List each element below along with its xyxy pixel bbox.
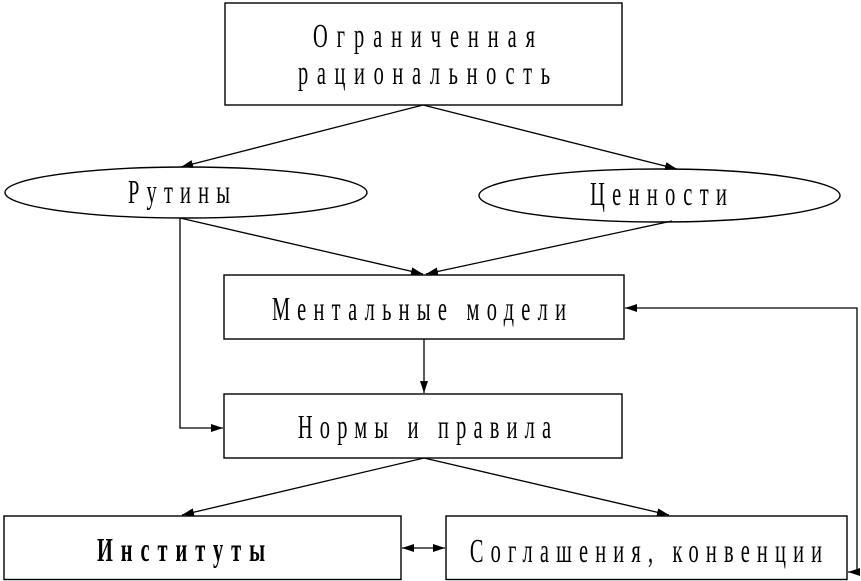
node-routines: Рутины [4, 166, 368, 219]
node-bounded-rationality-box [224, 2, 623, 106]
node-institutions-box [3, 515, 402, 581]
node-mental-models-box [223, 274, 625, 340]
node-values-ellipse [478, 168, 841, 223]
arrow-norms-to-agreements [423, 457, 670, 517]
arrow-values-to-mental-models [425, 220, 673, 276]
arrow-rationality-to-values [422, 104, 678, 170]
node-mental-models-label: Ментальные модели [272, 291, 566, 329]
node-agreements: Соглашения, конвенции [445, 515, 848, 581]
arrow-agreements-mental-models-bidirectional [625, 304, 860, 576]
node-mental-models: Ментальные модели [223, 274, 625, 340]
node-institutions: Институты [3, 515, 402, 581]
node-bounded-rationality: Ограниченная рациональность [224, 2, 623, 106]
arrow-rationality-to-routines [180, 104, 424, 168]
node-institutions-label: Институты [97, 532, 265, 570]
node-values: Ценности [478, 168, 841, 223]
node-agreements-box [445, 515, 848, 581]
arrow-routines-to-mental-models [179, 217, 424, 276]
node-norms-rules: Нормы и правила [223, 393, 623, 459]
node-norms-rules-box [223, 393, 623, 459]
arrow-norms-to-institutions [181, 457, 425, 517]
arrow-routines-to-norms [179, 218, 223, 432]
